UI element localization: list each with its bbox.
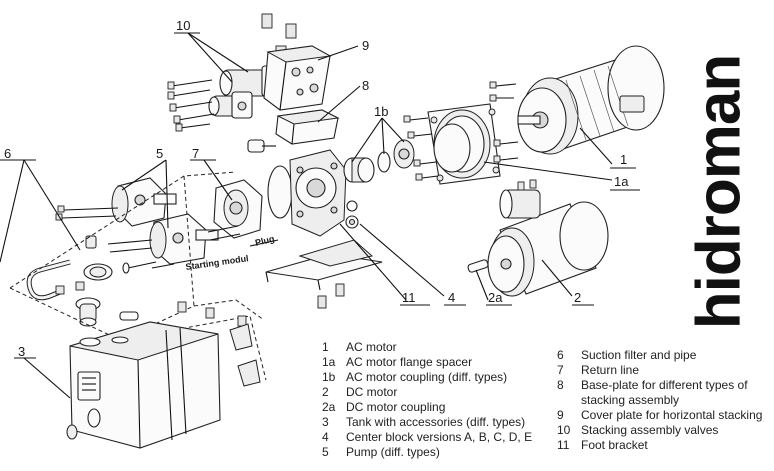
legend-text: Tank with accessories (diff. types) — [346, 415, 526, 429]
legend-text: Center block versions A, B, C, D, E — [346, 430, 533, 444]
callout-7: 7 — [192, 146, 199, 161]
pumps — [55, 177, 219, 274]
callout-1a: 1a — [614, 174, 629, 189]
legend-item: 1b AC motor coupling (diff. types) — [322, 370, 532, 385]
base-plate — [275, 109, 340, 145]
callout-5: 5 — [156, 146, 163, 161]
legend-item: 6 Suction filter and pipe — [557, 348, 774, 363]
legend-num: 7 — [557, 363, 564, 377]
legend-left: 1 AC motor 1a AC motor flange spacer 1b AC … — [322, 340, 532, 460]
legend-text: DC motor — [346, 385, 398, 399]
callout-4: 4 — [448, 290, 455, 305]
legend-item: 1a AC motor flange spacer — [322, 355, 532, 370]
ac-motor — [517, 45, 665, 155]
legend-num: 1b — [322, 370, 336, 384]
dc-motor-coupling — [467, 259, 489, 273]
legend-text: Suction filter and pipe — [581, 348, 697, 362]
legend-text: DC motor coupling — [346, 400, 446, 414]
legend-text: Stacking assembly valves — [581, 423, 719, 437]
ac-motor-flange-spacer — [403, 81, 519, 185]
dc-motor — [487, 179, 609, 297]
foot-bracket — [265, 239, 383, 309]
callout-9: 9 — [362, 38, 369, 53]
legend-item: 1 AC motor — [322, 340, 532, 355]
legend-item: 7 Return line — [557, 363, 774, 378]
ac-motor-coupling — [343, 139, 415, 183]
callout-3: 3 — [18, 344, 25, 359]
callout-2a: 2a — [488, 290, 503, 305]
legend-item: 2 DC motor — [322, 385, 532, 400]
legend-right: 6 Suction filter and pipe 7 Return line 8 B… — [557, 348, 774, 453]
legend-item: 3 Tank with accessories (diff. types) — [322, 415, 532, 430]
callout-1b: 1b — [374, 104, 388, 119]
hidroman-logo: hidroman — [664, 55, 774, 329]
legend-text: Cover plate for horizontal stacking — [581, 408, 763, 422]
callout-8: 8 — [362, 78, 369, 93]
callout-numbers: 10 9 8 1b 6 5 7 1 1a 11 4 2a 2 3 — [0, 18, 640, 359]
legend-num: 9 — [557, 408, 564, 422]
legend-num: 10 — [557, 423, 571, 437]
legend-text: AC motor — [346, 340, 397, 354]
legend-num: 11 — [557, 438, 570, 452]
legend-num: 1a — [322, 355, 336, 369]
legend-item: 10 Stacking assembly valves — [557, 423, 774, 438]
legend-item: 8 Base-plate for different types of stack… — [557, 378, 774, 408]
legend-num: 3 — [322, 415, 329, 429]
return-line — [207, 179, 279, 247]
legend-item: 4 Center block versions A, B, C, D, E — [322, 430, 532, 445]
legend-num: 2a — [322, 400, 336, 414]
leader-lines — [0, 32, 613, 399]
legend-num: 6 — [557, 348, 564, 362]
callout-1: 1 — [620, 152, 627, 167]
legend-num: 8 — [557, 378, 564, 392]
tank — [66, 321, 221, 449]
legend-num: 5 — [322, 445, 329, 459]
legend-item: 5 Pump (diff. types) — [322, 445, 532, 460]
logo-text: hidroman — [684, 54, 754, 330]
legend-item: 11 Foot bracket — [557, 438, 774, 453]
callout-11: 11 — [402, 290, 416, 305]
legend-text: Foot bracket — [581, 438, 648, 452]
legend-item: 9 Cover plate for horizontal stacking — [557, 408, 774, 423]
legend-text: Base-plate for different types of stacki… — [581, 378, 748, 407]
legend-text: AC motor flange spacer — [346, 355, 473, 369]
callout-6: 6 — [4, 146, 11, 161]
cover-plate — [263, 45, 332, 111]
legend-text: AC motor coupling (diff. types) — [346, 370, 508, 384]
legend-num: 1 — [322, 340, 329, 354]
legend-num: 4 — [322, 430, 329, 444]
callout-2: 2 — [574, 290, 581, 305]
legend-item: 2a DC motor coupling — [322, 400, 532, 415]
plug-note: Plug — [254, 234, 275, 248]
callout-10: 10 — [176, 18, 190, 33]
center-block — [247, 139, 359, 237]
legend-num: 2 — [322, 385, 329, 399]
legend-text: Return line — [581, 363, 640, 377]
legend-text: Pump (diff. types) — [346, 445, 440, 459]
